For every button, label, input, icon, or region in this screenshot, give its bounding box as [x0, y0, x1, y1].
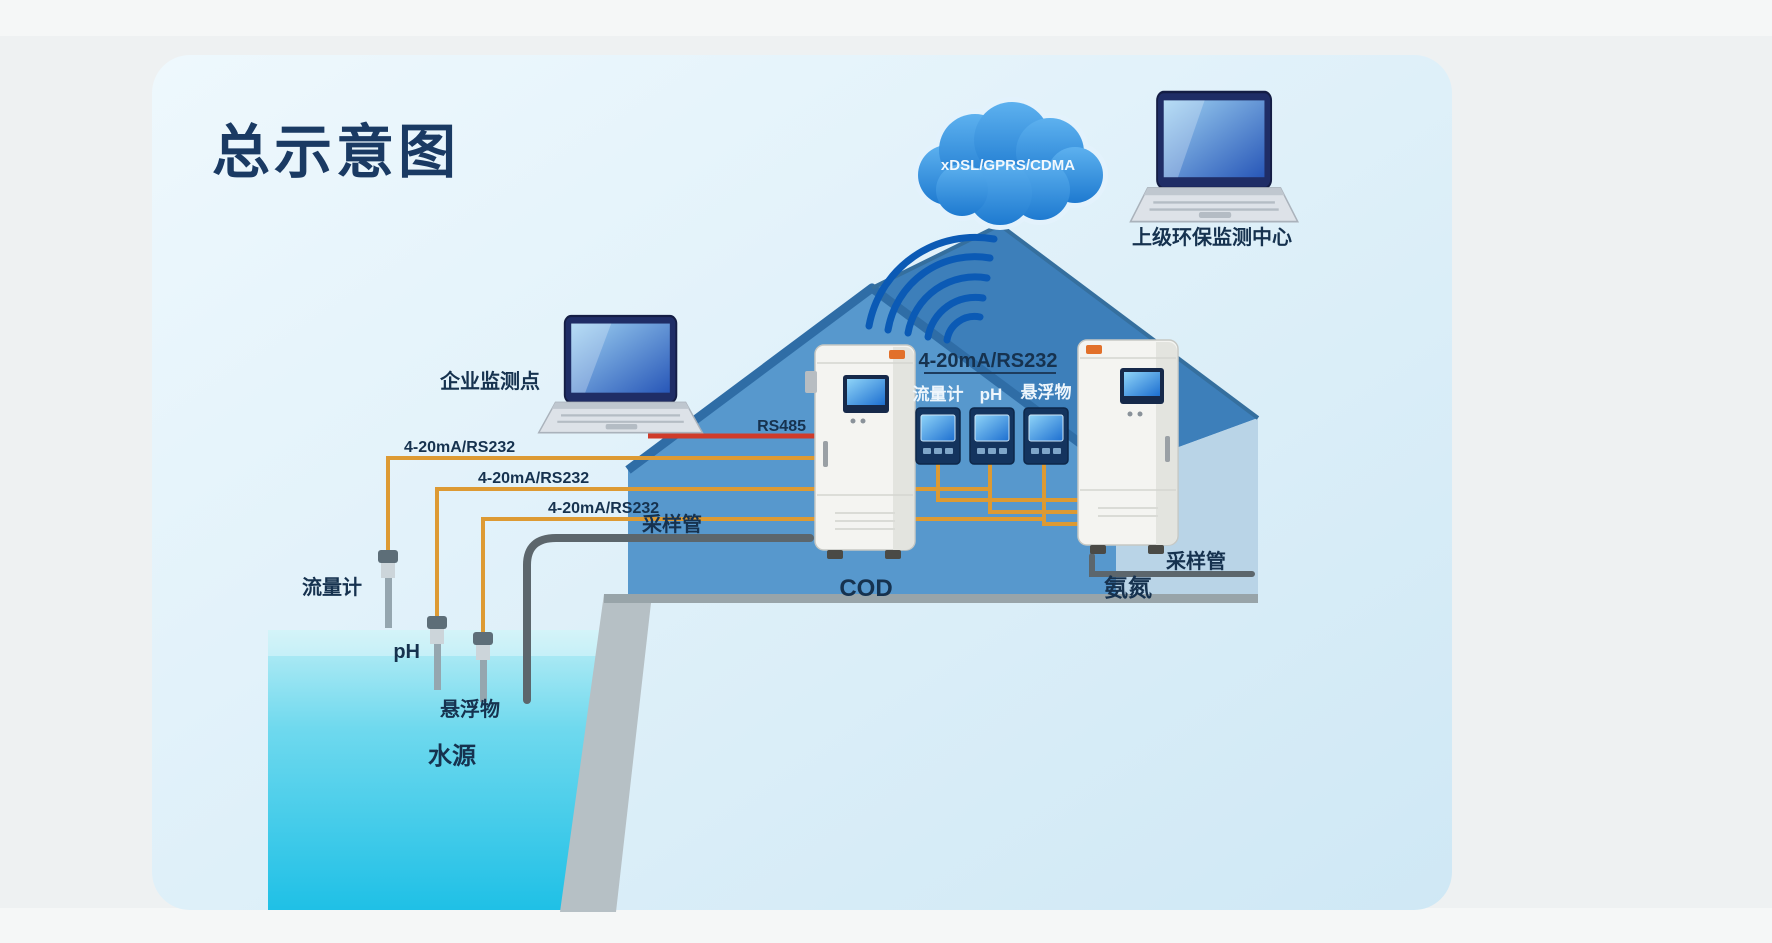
wire-monitor3-ammonia [1042, 464, 1078, 526]
sample-pipe-left [523, 534, 814, 704]
wire2-label: 4-20mA/RS232 [478, 470, 589, 487]
monitor-flow-label: 流量计 [913, 384, 964, 404]
ground-line [604, 594, 1258, 603]
ph-sensor [427, 616, 447, 690]
cod-label: COD [839, 575, 892, 602]
wifi-signal-icon [865, 233, 998, 344]
cod-logo [889, 350, 905, 359]
top-strip [0, 0, 1772, 36]
cloud-icon: xDSL/GPRS/CDMA [913, 97, 1108, 230]
monitoring-center-label: 上级环保监测中心 [1132, 225, 1292, 249]
monitor-ph [969, 407, 1015, 465]
water-source-label: 水源 [428, 743, 476, 770]
monitor-flow [915, 407, 961, 465]
wire1-label: 4-20mA/RS232 [404, 439, 515, 456]
flow-meter-label: 流量计 [302, 575, 362, 599]
cod-cabinet [805, 344, 916, 559]
bus-label: 4-20mA/RS232 [919, 350, 1058, 372]
suspended-label: 悬浮物 [440, 697, 500, 721]
sample-pipe-right [1089, 553, 1255, 577]
enterprise-laptop [537, 314, 704, 434]
wire-monitor2-ammonia [988, 464, 1078, 514]
suspended-sensor [473, 632, 493, 702]
sample-pipe-right-label: 采样管 [1166, 549, 1226, 573]
monitor-suspended [1023, 407, 1069, 465]
cod-side-box [805, 371, 817, 393]
ammonia-cabinet [1077, 339, 1179, 554]
bottom-strip [0, 908, 1772, 943]
wire-monitor1-ammonia [936, 464, 1078, 502]
ground-wedge [560, 594, 652, 912]
page-title: 总示意图 [212, 120, 460, 185]
cloud-label: xDSL/GPRS/CDMA [941, 157, 1075, 174]
ammonia-logo [1086, 345, 1102, 354]
ammonia-label: 氨氮 [1104, 575, 1152, 602]
sample-pipe-left-label: 采样管 [642, 512, 702, 536]
monitor-ph-label: pH [980, 385, 1003, 404]
monitoring-center-laptop [1129, 90, 1300, 223]
water-body [268, 630, 618, 910]
enterprise-label: 企业监测点 [439, 369, 540, 393]
cod-handle [823, 441, 828, 467]
ph-label: pH [393, 641, 420, 663]
rs485-label: RS485 [757, 418, 806, 435]
wire3-label: 4-20mA/RS232 [548, 500, 659, 517]
flow-meter-sensor [378, 550, 398, 628]
monitor-suspended-label: 悬浮物 [1021, 382, 1072, 402]
ammonia-handle [1165, 436, 1170, 462]
